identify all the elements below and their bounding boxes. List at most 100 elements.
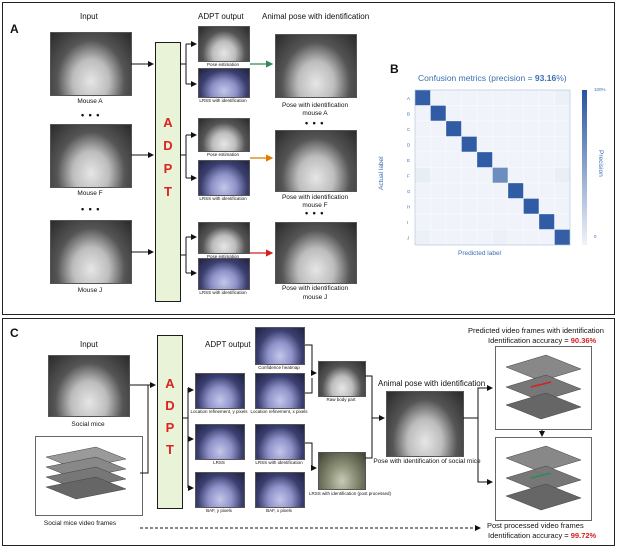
heatmap-cell <box>554 198 571 215</box>
pred-frames-graphic <box>495 346 592 430</box>
video-frames-graphic <box>45 446 127 500</box>
post-frames-svg <box>505 445 582 511</box>
id-acc-2: Identification accuracy = 99.72% <box>488 531 596 540</box>
heatmap-cell <box>414 167 431 184</box>
confusion-title-prefix: Confusion metrics (precision = <box>418 73 535 83</box>
confusion-title-value: 93.16 <box>534 73 557 83</box>
heatmap-cell <box>492 167 509 184</box>
heatmap-cell <box>476 105 493 122</box>
heatmap-cell <box>476 89 493 106</box>
loc-y-label: Location refinement, y pixels <box>190 409 248 414</box>
heatmap-cell <box>430 105 447 122</box>
y-tick-label: H <box>407 204 410 209</box>
heatmap-cell <box>445 182 462 199</box>
adpt-letter-t: T <box>164 184 172 199</box>
heatmap-cell <box>523 229 540 246</box>
id-acc-1-label: Identification accuracy = <box>488 336 571 345</box>
pred-frames-svg <box>505 354 582 420</box>
heatmap-cell <box>414 151 431 168</box>
heatmap-cell <box>461 136 478 153</box>
lrss-a-image <box>198 68 250 98</box>
loc-x-label: Location refinement, x pixels <box>250 409 308 414</box>
lrss-image <box>195 424 245 460</box>
heatmap-cell <box>430 120 447 137</box>
heatmap-cell <box>414 120 431 137</box>
adpt-letter-d: D <box>163 138 173 153</box>
heatmap-cell <box>538 182 555 199</box>
dots-4: • • • <box>305 208 325 218</box>
heatmap-cell <box>414 105 431 122</box>
pose-estimation-a-image <box>198 26 250 62</box>
heatmap-cell <box>492 89 509 106</box>
heatmap-cell <box>445 151 462 168</box>
heatmap-cell <box>507 182 524 199</box>
panel-c-letter: C <box>10 326 19 340</box>
heatmap-cell <box>430 213 447 230</box>
confusion-ylabel: Actual label <box>378 156 385 190</box>
heatmap-cell <box>523 151 540 168</box>
mouse-f-label: Mouse F <box>77 190 103 197</box>
mouse-j-input-image <box>50 220 132 284</box>
lrss-f-label: LRSS with identification <box>199 196 247 201</box>
heatmap-cell <box>554 120 571 137</box>
mouse-f-input-image <box>50 124 132 188</box>
heatmap-cell <box>554 105 571 122</box>
heatmap-cell <box>445 105 462 122</box>
y-tick-label: E <box>407 158 410 163</box>
colorbar-bottom-label: 0 <box>594 234 597 239</box>
result-j-line2: mouse J <box>302 294 328 301</box>
heatmap-cell <box>461 213 478 230</box>
heatmap-cell <box>538 105 555 122</box>
heatmap-cell <box>476 213 493 230</box>
heatmap-cell <box>476 198 493 215</box>
y-tick-label: B <box>407 111 410 116</box>
heatmap-cell <box>445 120 462 137</box>
heatmap-cell <box>538 120 555 137</box>
mouse-j-label: Mouse J <box>77 287 103 294</box>
lrss-f-image <box>198 160 250 196</box>
heatmap-cell <box>445 167 462 184</box>
post-frames-graphic <box>495 437 592 521</box>
colorbar <box>582 90 587 245</box>
heatmap-cell <box>414 229 431 246</box>
heatmap-cell <box>445 213 462 230</box>
pred-frames-header: Predicted video frames with identificati… <box>468 326 604 335</box>
y-tick-label: F <box>407 173 410 178</box>
heatmap-cell <box>507 167 524 184</box>
panel-a-result-header: Animal pose with identification <box>262 12 370 21</box>
heatmap-cell <box>538 229 555 246</box>
y-tick-label: C <box>407 127 411 132</box>
pose-social-image <box>386 391 464 457</box>
y-tick-label: G <box>407 189 411 194</box>
heatmap-cell <box>430 89 447 106</box>
heatmap-cell <box>554 213 571 230</box>
confusion-title-suffix: %) <box>556 73 567 83</box>
heatmap-cell <box>554 167 571 184</box>
animal-pose-header: Animal pose with identification <box>378 379 486 388</box>
result-a-image <box>275 34 357 98</box>
heatmap-cell <box>492 151 509 168</box>
heatmap-cell <box>476 182 493 199</box>
panel-c-connectors <box>130 344 545 531</box>
heatmap-cell <box>507 151 524 168</box>
pose-estimation-j-image <box>198 222 250 254</box>
adpt-c-letter-t: T <box>166 442 174 457</box>
result-j-image <box>275 222 357 284</box>
result-a-line2: mouse A <box>302 110 328 117</box>
result-f-line1: Pose with identification <box>281 194 349 201</box>
y-tick-label: J <box>407 235 409 240</box>
heatmap-frame <box>414 89 571 246</box>
heatmap-cell <box>523 167 540 184</box>
heatmap-cell <box>414 182 431 199</box>
panel-ab-border <box>2 2 615 315</box>
heatmap-cell <box>414 213 431 230</box>
panel-c-border <box>2 318 615 546</box>
heatmap-cell <box>430 182 447 199</box>
pose-estimation-f-label: Pose estimation <box>206 152 240 157</box>
baf-x-label: BAF, x pixels <box>266 508 292 513</box>
lrss-id-image <box>255 424 305 460</box>
adpt-model-box-c: A D P T <box>157 335 183 509</box>
video-frames-label: Social mice video frames <box>43 520 117 527</box>
pose-estimation-j-label: Pose estimation <box>206 254 240 259</box>
video-frames-stack <box>35 436 143 516</box>
